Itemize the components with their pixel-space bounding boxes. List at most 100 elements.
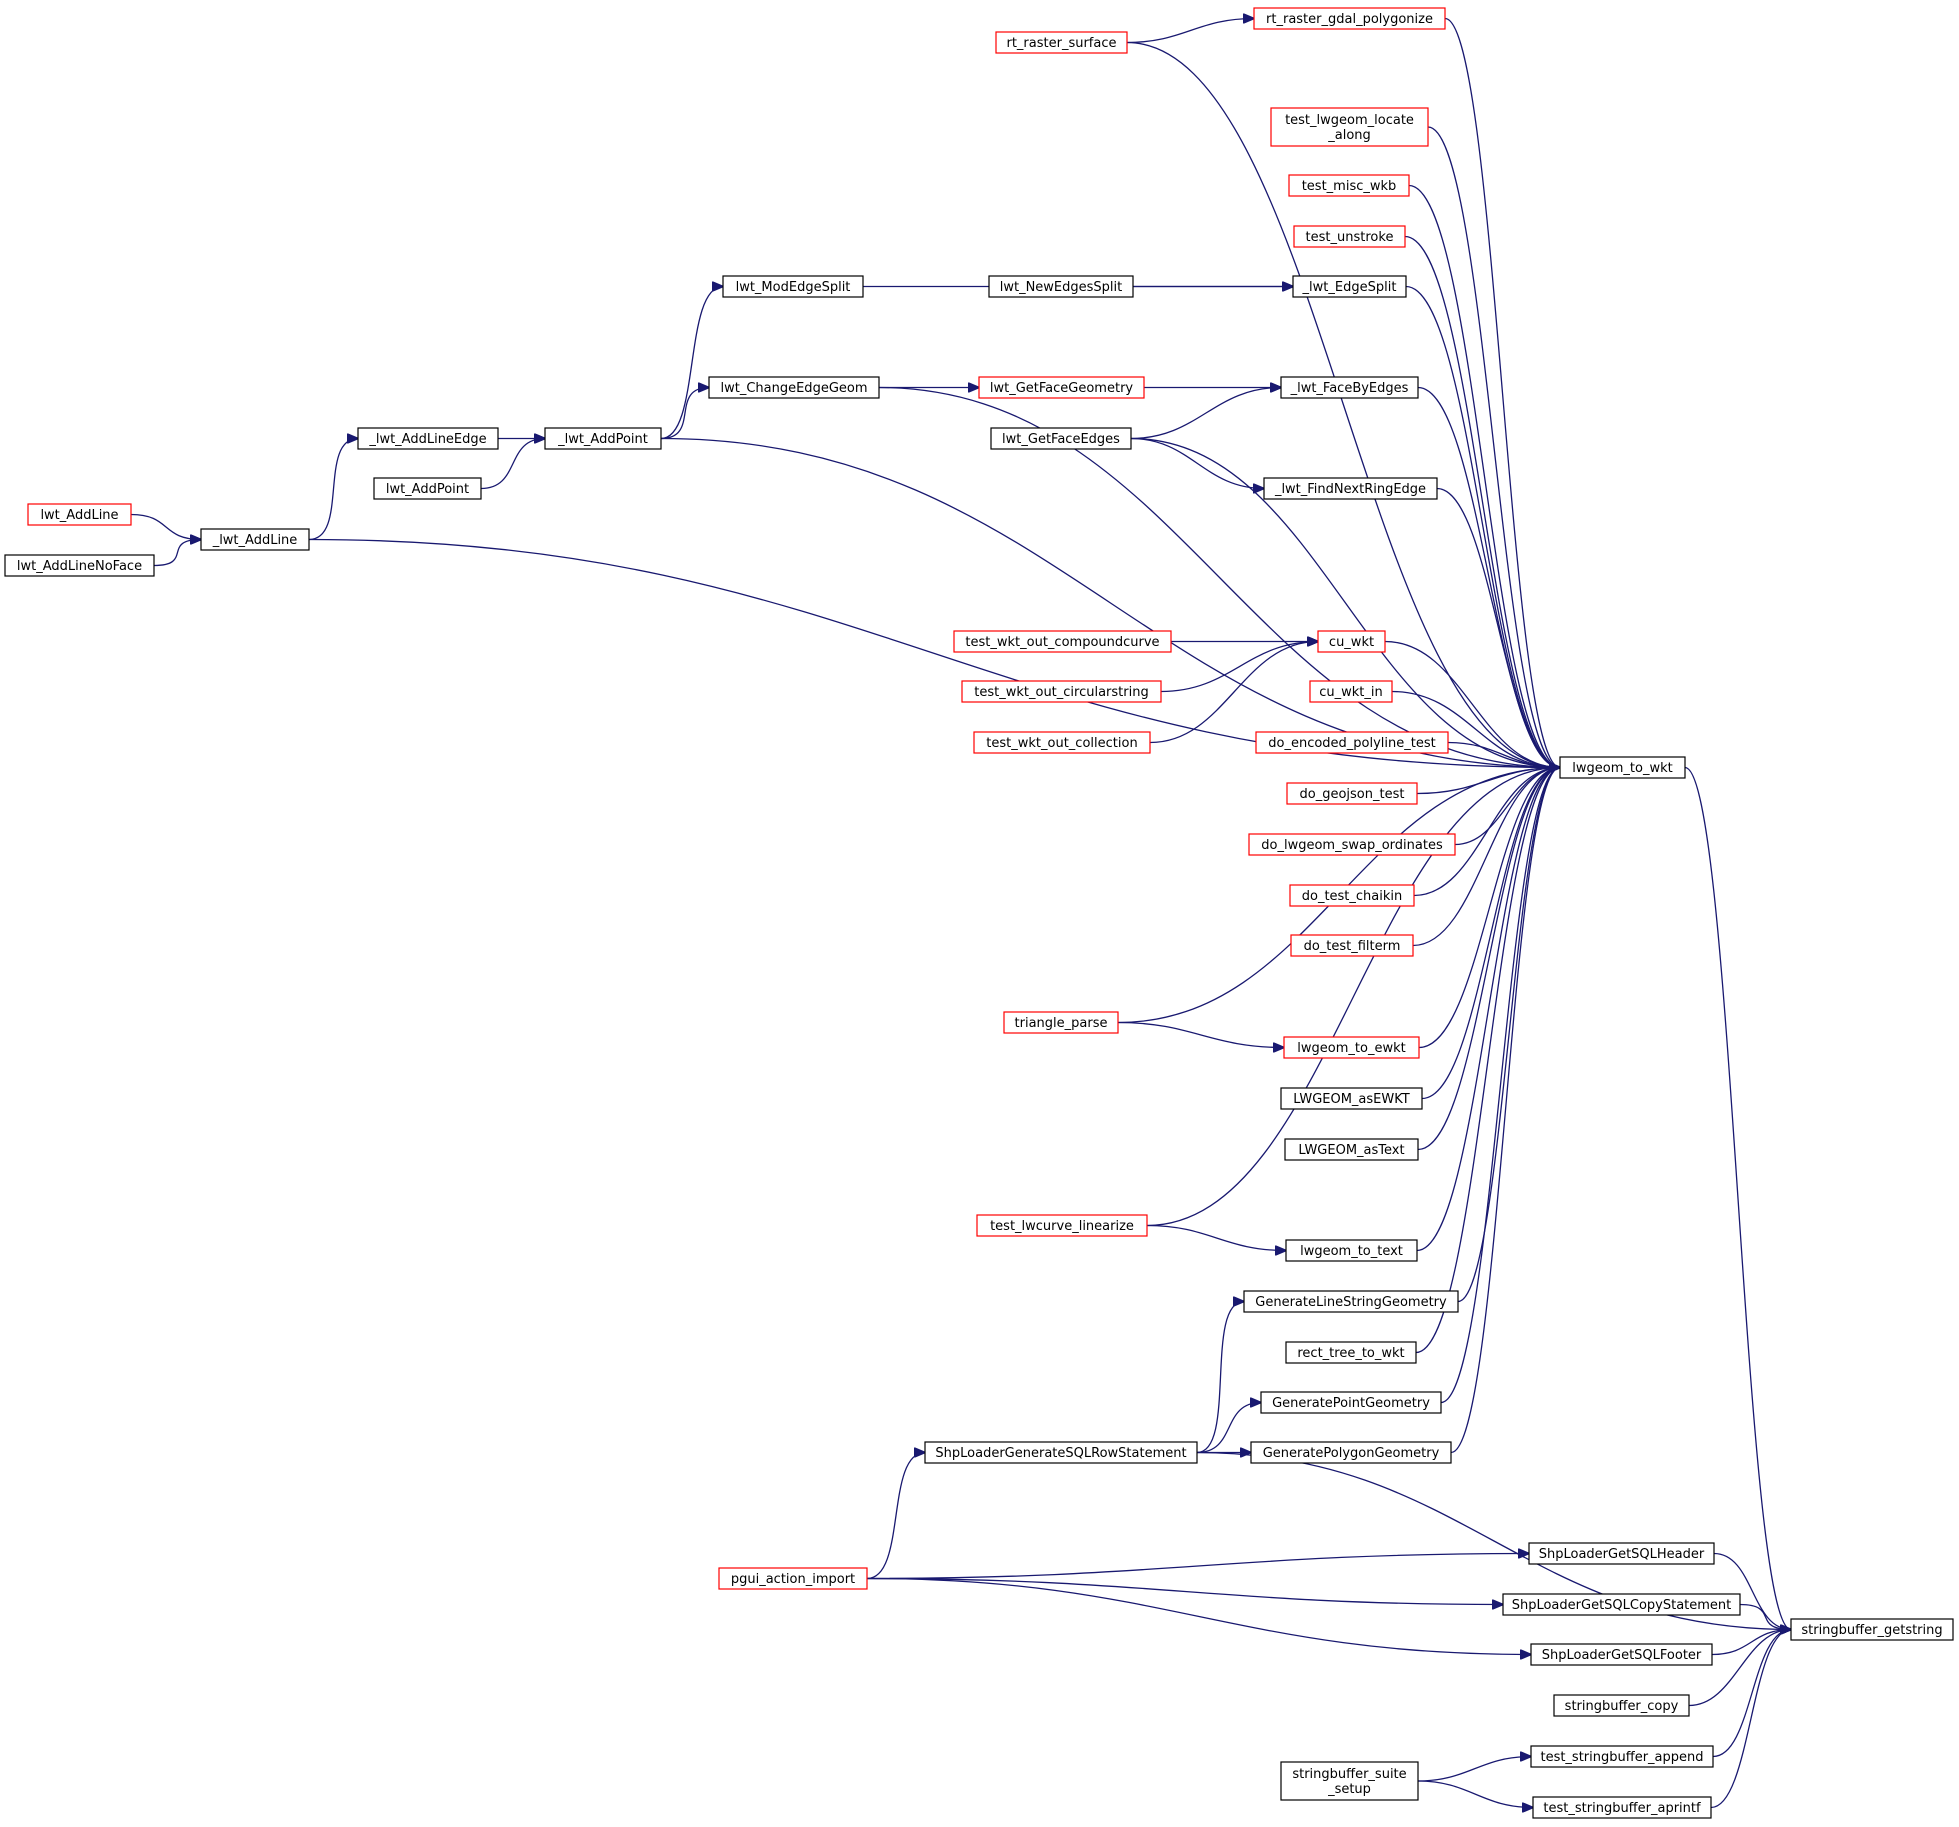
node-stringbuffer_getstring[interactable]: stringbuffer_getstring xyxy=(1790,1618,1954,1641)
node-lwgeom_to_ewkt[interactable]: lwgeom_to_ewkt xyxy=(1283,1036,1420,1059)
node-label: do_test_chaikin xyxy=(1302,889,1403,904)
node-test_stringbuffer_append[interactable]: test_stringbuffer_append xyxy=(1530,1745,1714,1768)
node-label: GenerateLineStringGeometry xyxy=(1255,1295,1447,1310)
edges-layer xyxy=(130,19,1791,1808)
node-lwt_ChangeEdgeGeom[interactable]: lwt_ChangeEdgeGeom xyxy=(708,376,880,399)
node-box xyxy=(1286,782,1418,805)
edge-do_encoded_polyline_test-to-lwgeom_to_wkt xyxy=(1447,741,1560,768)
node-lwt_NewEdgesSplit[interactable]: lwt_NewEdgesSplit xyxy=(988,275,1134,298)
edge-GeneratePointGeometry-to-lwgeom_to_wkt xyxy=(1440,768,1560,1404)
edge-pgui_action_import-to-ShpLoaderGetSQLFooter xyxy=(866,1577,1531,1655)
node-GenerateLineStringGeometry[interactable]: GenerateLineStringGeometry xyxy=(1243,1290,1459,1313)
node-label: rt_raster_gdal_polygonize xyxy=(1266,12,1433,27)
node-stringbuffer_copy[interactable]: stringbuffer_copy xyxy=(1553,1694,1690,1717)
node-stringbuffer_suite_setup[interactable]: stringbuffer_suite_setup xyxy=(1280,1761,1419,1801)
node-box xyxy=(924,1441,1198,1464)
node-_lwt_FindNextRingEdge[interactable]: _lwt_FindNextRingEdge xyxy=(1263,477,1438,500)
node-label: test_stringbuffer_append xyxy=(1540,1750,1703,1765)
edge-test_lwcurve_linearize-to-lwgeom_to_text xyxy=(1146,1224,1286,1251)
node-triangle_parse[interactable]: triangle_parse xyxy=(1003,1011,1119,1034)
node-box xyxy=(1528,1542,1715,1565)
edge-lwgeom_to_ewkt-to-lwgeom_to_wkt xyxy=(1418,768,1560,1049)
node-rect_tree_to_wkt[interactable]: rect_tree_to_wkt xyxy=(1285,1341,1417,1364)
node-box xyxy=(1285,1341,1417,1364)
edge-do_test_chaikin-to-lwgeom_to_wkt xyxy=(1413,768,1560,897)
node-test_wkt_out_compoundcurve[interactable]: test_wkt_out_compoundcurve xyxy=(953,630,1172,653)
node-cu_wkt[interactable]: cu_wkt xyxy=(1317,630,1386,653)
node-test_wkt_out_collection[interactable]: test_wkt_out_collection xyxy=(973,731,1151,754)
node-test_unstroke[interactable]: test_unstroke xyxy=(1293,225,1406,248)
node-lwt_AddPoint[interactable]: lwt_AddPoint xyxy=(373,477,482,500)
node-lwgeom_to_text[interactable]: lwgeom_to_text xyxy=(1285,1239,1418,1262)
node-lwt_GetFaceEdges[interactable]: lwt_GetFaceEdges xyxy=(990,427,1132,450)
node-box xyxy=(373,477,482,500)
edge-_lwt_AddPoint-to-lwt_ModEdgeSplit xyxy=(660,287,723,440)
node-box xyxy=(973,731,1151,754)
node-LWGEOM_asText[interactable]: LWGEOM_asText xyxy=(1284,1138,1419,1161)
node-do_test_chaikin[interactable]: do_test_chaikin xyxy=(1289,884,1415,907)
node-label: GeneratePointGeometry xyxy=(1272,1396,1430,1411)
node-box xyxy=(1293,225,1406,248)
node-lwt_AddLineNoFace[interactable]: lwt_AddLineNoFace xyxy=(4,554,155,577)
node-GeneratePointGeometry[interactable]: GeneratePointGeometry xyxy=(1260,1391,1442,1414)
node-box xyxy=(961,680,1162,703)
node-label: _lwt_FindNextRingEdge xyxy=(1274,482,1426,497)
node-label: lwt_GetFaceGeometry xyxy=(990,381,1134,396)
node-box xyxy=(1003,1011,1119,1034)
node-box xyxy=(1280,376,1419,399)
node-_lwt_AddLine[interactable]: _lwt_AddLine xyxy=(200,528,310,551)
node-ShpLoaderGenerateSQLRowStatement[interactable]: ShpLoaderGenerateSQLRowStatement xyxy=(924,1441,1198,1464)
node-ShpLoaderGetSQLHeader[interactable]: ShpLoaderGetSQLHeader xyxy=(1528,1542,1715,1565)
node-label: ShpLoaderGetSQLHeader xyxy=(1539,1547,1705,1562)
node-label: LWGEOM_asText xyxy=(1298,1143,1404,1158)
node-do_test_filterm[interactable]: do_test_filterm xyxy=(1290,934,1414,957)
edge-ShpLoaderGetSQLFooter-to-stringbuffer_getstring xyxy=(1711,1630,1791,1656)
node-box xyxy=(1263,477,1438,500)
node-label: lwt_ModEdgeSplit xyxy=(736,280,851,295)
edge-ShpLoaderGetSQLCopyStatement-to-stringbuffer_getstring xyxy=(1739,1603,1791,1630)
node-test_lwgeom_locate_along[interactable]: test_lwgeom_locate_along xyxy=(1270,107,1429,147)
node-_lwt_AddLineEdge[interactable]: _lwt_AddLineEdge xyxy=(357,427,499,450)
node-GeneratePolygonGeometry[interactable]: GeneratePolygonGeometry xyxy=(1250,1441,1452,1464)
edge-LWGEOM_asText-to-lwgeom_to_wkt xyxy=(1417,768,1560,1151)
node-lwt_GetFaceGeometry[interactable]: lwt_GetFaceGeometry xyxy=(978,376,1145,399)
node-box xyxy=(978,376,1145,399)
node-lwt_ModEdgeSplit[interactable]: lwt_ModEdgeSplit xyxy=(722,275,864,298)
edge-lwt_AddLine-to-_lwt_AddLine xyxy=(130,513,201,540)
node-pgui_action_import[interactable]: pgui_action_import xyxy=(718,1567,868,1590)
node-_lwt_EdgeSplit[interactable]: _lwt_EdgeSplit xyxy=(1292,275,1407,298)
node-label: _lwt_FaceByEdges xyxy=(1290,381,1409,396)
node-box xyxy=(200,528,310,551)
node-test_lwcurve_linearize[interactable]: test_lwcurve_linearize xyxy=(976,1214,1148,1237)
node-test_wkt_out_circularstring[interactable]: test_wkt_out_circularstring xyxy=(961,680,1162,703)
node-lwgeom_to_wkt[interactable]: lwgeom_to_wkt xyxy=(1559,756,1686,779)
node-label: _lwt_EdgeSplit xyxy=(1302,280,1397,295)
node-box xyxy=(1290,934,1414,957)
node-label: do_geojson_test xyxy=(1300,787,1405,802)
node-label: _lwt_AddPoint xyxy=(557,432,648,447)
node-_lwt_AddPoint[interactable]: _lwt_AddPoint xyxy=(544,427,662,450)
node-ShpLoaderGetSQLFooter[interactable]: ShpLoaderGetSQLFooter xyxy=(1530,1643,1713,1666)
edge-triangle_parse-to-lwgeom_to_ewkt xyxy=(1117,1021,1284,1048)
node-label: lwt_GetFaceEdges xyxy=(1002,432,1120,447)
node-box xyxy=(1284,1138,1419,1161)
node-_lwt_FaceByEdges[interactable]: _lwt_FaceByEdges xyxy=(1280,376,1419,399)
node-box xyxy=(1289,884,1415,907)
node-do_lwgeom_swap_ordinates[interactable]: do_lwgeom_swap_ordinates xyxy=(1248,833,1456,856)
node-label: test_wkt_out_collection xyxy=(986,736,1137,751)
node-LWGEOM_asEWKT[interactable]: LWGEOM_asEWKT xyxy=(1280,1087,1423,1110)
node-label: cu_wkt_in xyxy=(1319,685,1383,700)
node-do_encoded_polyline_test[interactable]: do_encoded_polyline_test xyxy=(1255,731,1449,754)
node-label: test_lwcurve_linearize xyxy=(990,1219,1134,1234)
node-cu_wkt_in[interactable]: cu_wkt_in xyxy=(1309,680,1393,703)
node-ShpLoaderGetSQLCopyStatement[interactable]: ShpLoaderGetSQLCopyStatement xyxy=(1502,1593,1741,1616)
node-label: _lwt_AddLine xyxy=(212,533,298,548)
node-test_misc_wkb[interactable]: test_misc_wkb xyxy=(1288,174,1410,197)
node-test_stringbuffer_aprintf[interactable]: test_stringbuffer_aprintf xyxy=(1532,1796,1712,1819)
node-rt_raster_surface[interactable]: rt_raster_surface xyxy=(995,31,1128,54)
node-label: rect_tree_to_wkt xyxy=(1297,1346,1404,1361)
node-rt_raster_gdal_polygonize[interactable]: rt_raster_gdal_polygonize xyxy=(1253,7,1446,30)
node-box xyxy=(1292,275,1407,298)
node-do_geojson_test[interactable]: do_geojson_test xyxy=(1286,782,1418,805)
node-lwt_AddLine[interactable]: lwt_AddLine xyxy=(27,503,132,526)
